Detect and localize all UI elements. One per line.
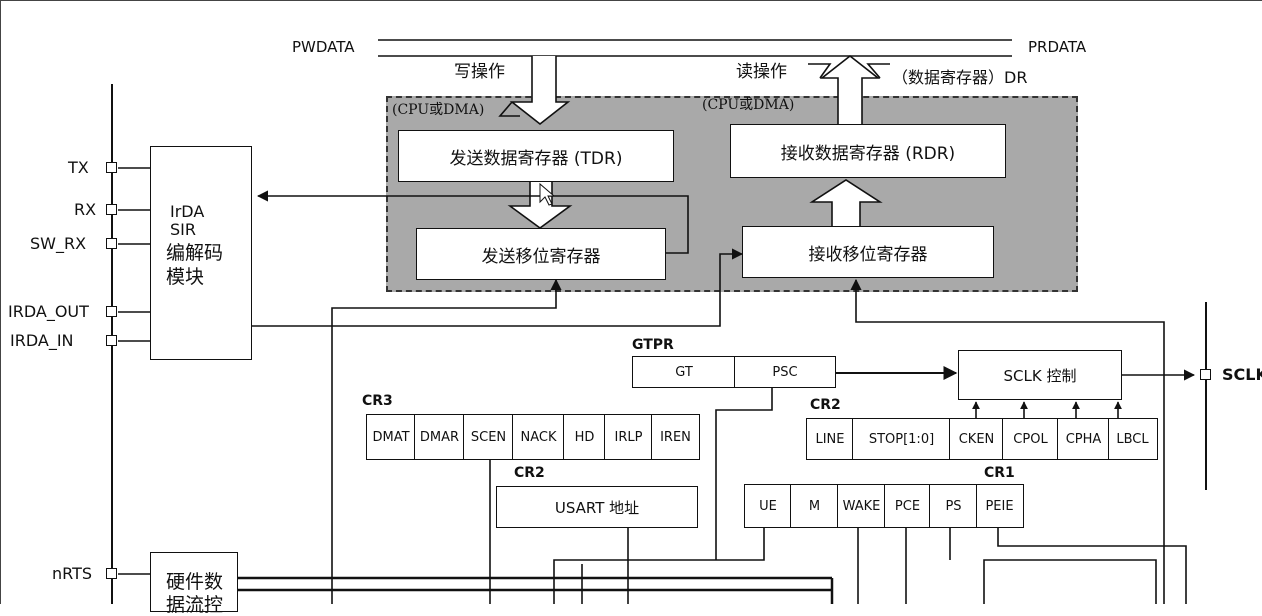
cr2-field-lbcl: LBCL <box>1108 419 1156 459</box>
read-op-label: 读操作 <box>736 62 787 82</box>
pin-irda-out <box>106 306 117 317</box>
cr3-label: CR3 <box>362 393 393 409</box>
gtpr-field-gt: GT <box>675 364 693 380</box>
pin-irda-out-label: IRDA_OUT <box>8 302 89 321</box>
pin-rx <box>106 204 117 215</box>
pin-sclk <box>1200 369 1211 380</box>
pin-nrts-label: nRTS <box>52 564 93 583</box>
hw-flow-line1: 硬件数 <box>166 571 224 593</box>
pin-tx <box>106 162 117 173</box>
cr1-label: CR1 <box>984 465 1015 481</box>
gtpr-field-psc: PSC <box>734 357 835 387</box>
tx-shift-label: 发送移位寄存器 <box>481 246 601 267</box>
rx-shift-label: 接收移位寄存器 <box>808 244 928 265</box>
cr3-field-irlp: IRLP <box>604 415 652 459</box>
rx-shift-register: 接收移位寄存器 <box>742 226 994 278</box>
cr2-field-stop: STOP[1:0] <box>852 419 950 459</box>
irda-line2: SIR <box>170 220 196 239</box>
pin-sw-rx-label: SW_RX <box>30 234 87 253</box>
pin-rx-label: RX <box>74 200 97 219</box>
tdr-label: 发送数据寄存器 (TDR) <box>449 148 623 169</box>
data-register-label: （数据寄存器）DR <box>892 68 1028 87</box>
prdata-label: PRDATA <box>1028 38 1087 56</box>
cr2-addr-label: CR2 <box>514 465 545 481</box>
cr2-addr-text: USART 地址 <box>554 498 640 517</box>
sclk-control-box: SCLK 控制 <box>958 350 1122 400</box>
irda-module <box>150 146 252 360</box>
gtpr-register: GT PSC <box>632 356 836 388</box>
cr2-addr-register: USART 地址 <box>496 486 698 528</box>
cr1-field-m: M <box>790 485 838 527</box>
rdr-label: 接收数据寄存器 (RDR) <box>780 143 956 164</box>
cr2-top-label: CR2 <box>810 397 841 413</box>
write-op-label: 写操作 <box>454 62 505 82</box>
cr3-field-dmar: DMAR <box>414 415 464 459</box>
hw-flow-line2: 据流控 <box>166 594 224 616</box>
sclk-control-label: SCLK 控制 <box>1003 366 1077 385</box>
cr3-field-hd: HD <box>563 415 605 459</box>
cr2-top-register: LINE STOP[1:0] CKEN CPOL CPHA LBCL <box>806 418 1158 460</box>
pin-sw-rx <box>106 238 117 249</box>
cr2-field-cpol: CPOL <box>1002 419 1058 459</box>
pin-irda-in-label: IRDA_IN <box>10 331 74 350</box>
rdr-register: 接收数据寄存器 (RDR) <box>730 124 1006 178</box>
cr1-field-ps: PS <box>929 485 977 527</box>
cr1-field-peie: PEIE <box>976 485 1022 527</box>
pin-tx-label: TX <box>68 158 89 177</box>
cr2-field-cpha: CPHA <box>1057 419 1109 459</box>
pin-nrts <box>106 568 117 579</box>
irda-line3: 编解码 <box>166 242 224 264</box>
cr1-field-ue: UE <box>759 498 777 514</box>
pin-irda-in <box>106 335 117 346</box>
pin-sclk-label: SCLK <box>1222 367 1262 383</box>
cr2-field-cken: CKEN <box>949 419 1003 459</box>
cr3-field-nack: NACK <box>512 415 564 459</box>
irda-line1: IrDA <box>170 202 205 221</box>
cpu-dma-right-label: (CPU或DMA) <box>702 97 795 113</box>
cr3-field-dmat: DMAT <box>372 429 410 445</box>
cr1-register: UE M WAKE PCE PS PEIE <box>744 484 1024 528</box>
tx-shift-register: 发送移位寄存器 <box>416 228 666 280</box>
cr3-register: DMAT DMAR SCEN NACK HD IRLP IREN <box>366 414 700 460</box>
pwdata-label: PWDATA <box>292 38 355 56</box>
irda-line4: 模块 <box>166 266 205 288</box>
cr1-field-pce: PCE <box>884 485 930 527</box>
cpu-dma-left-label: (CPU或DMA) <box>392 102 485 118</box>
tdr-register: 发送数据寄存器 (TDR) <box>398 130 674 182</box>
cr1-field-wake: WAKE <box>837 485 885 527</box>
cr2-field-line: LINE <box>815 431 845 447</box>
cr3-field-scen: SCEN <box>463 415 513 459</box>
cr3-field-iren: IREN <box>651 415 699 459</box>
gtpr-label: GTPR <box>632 337 674 353</box>
